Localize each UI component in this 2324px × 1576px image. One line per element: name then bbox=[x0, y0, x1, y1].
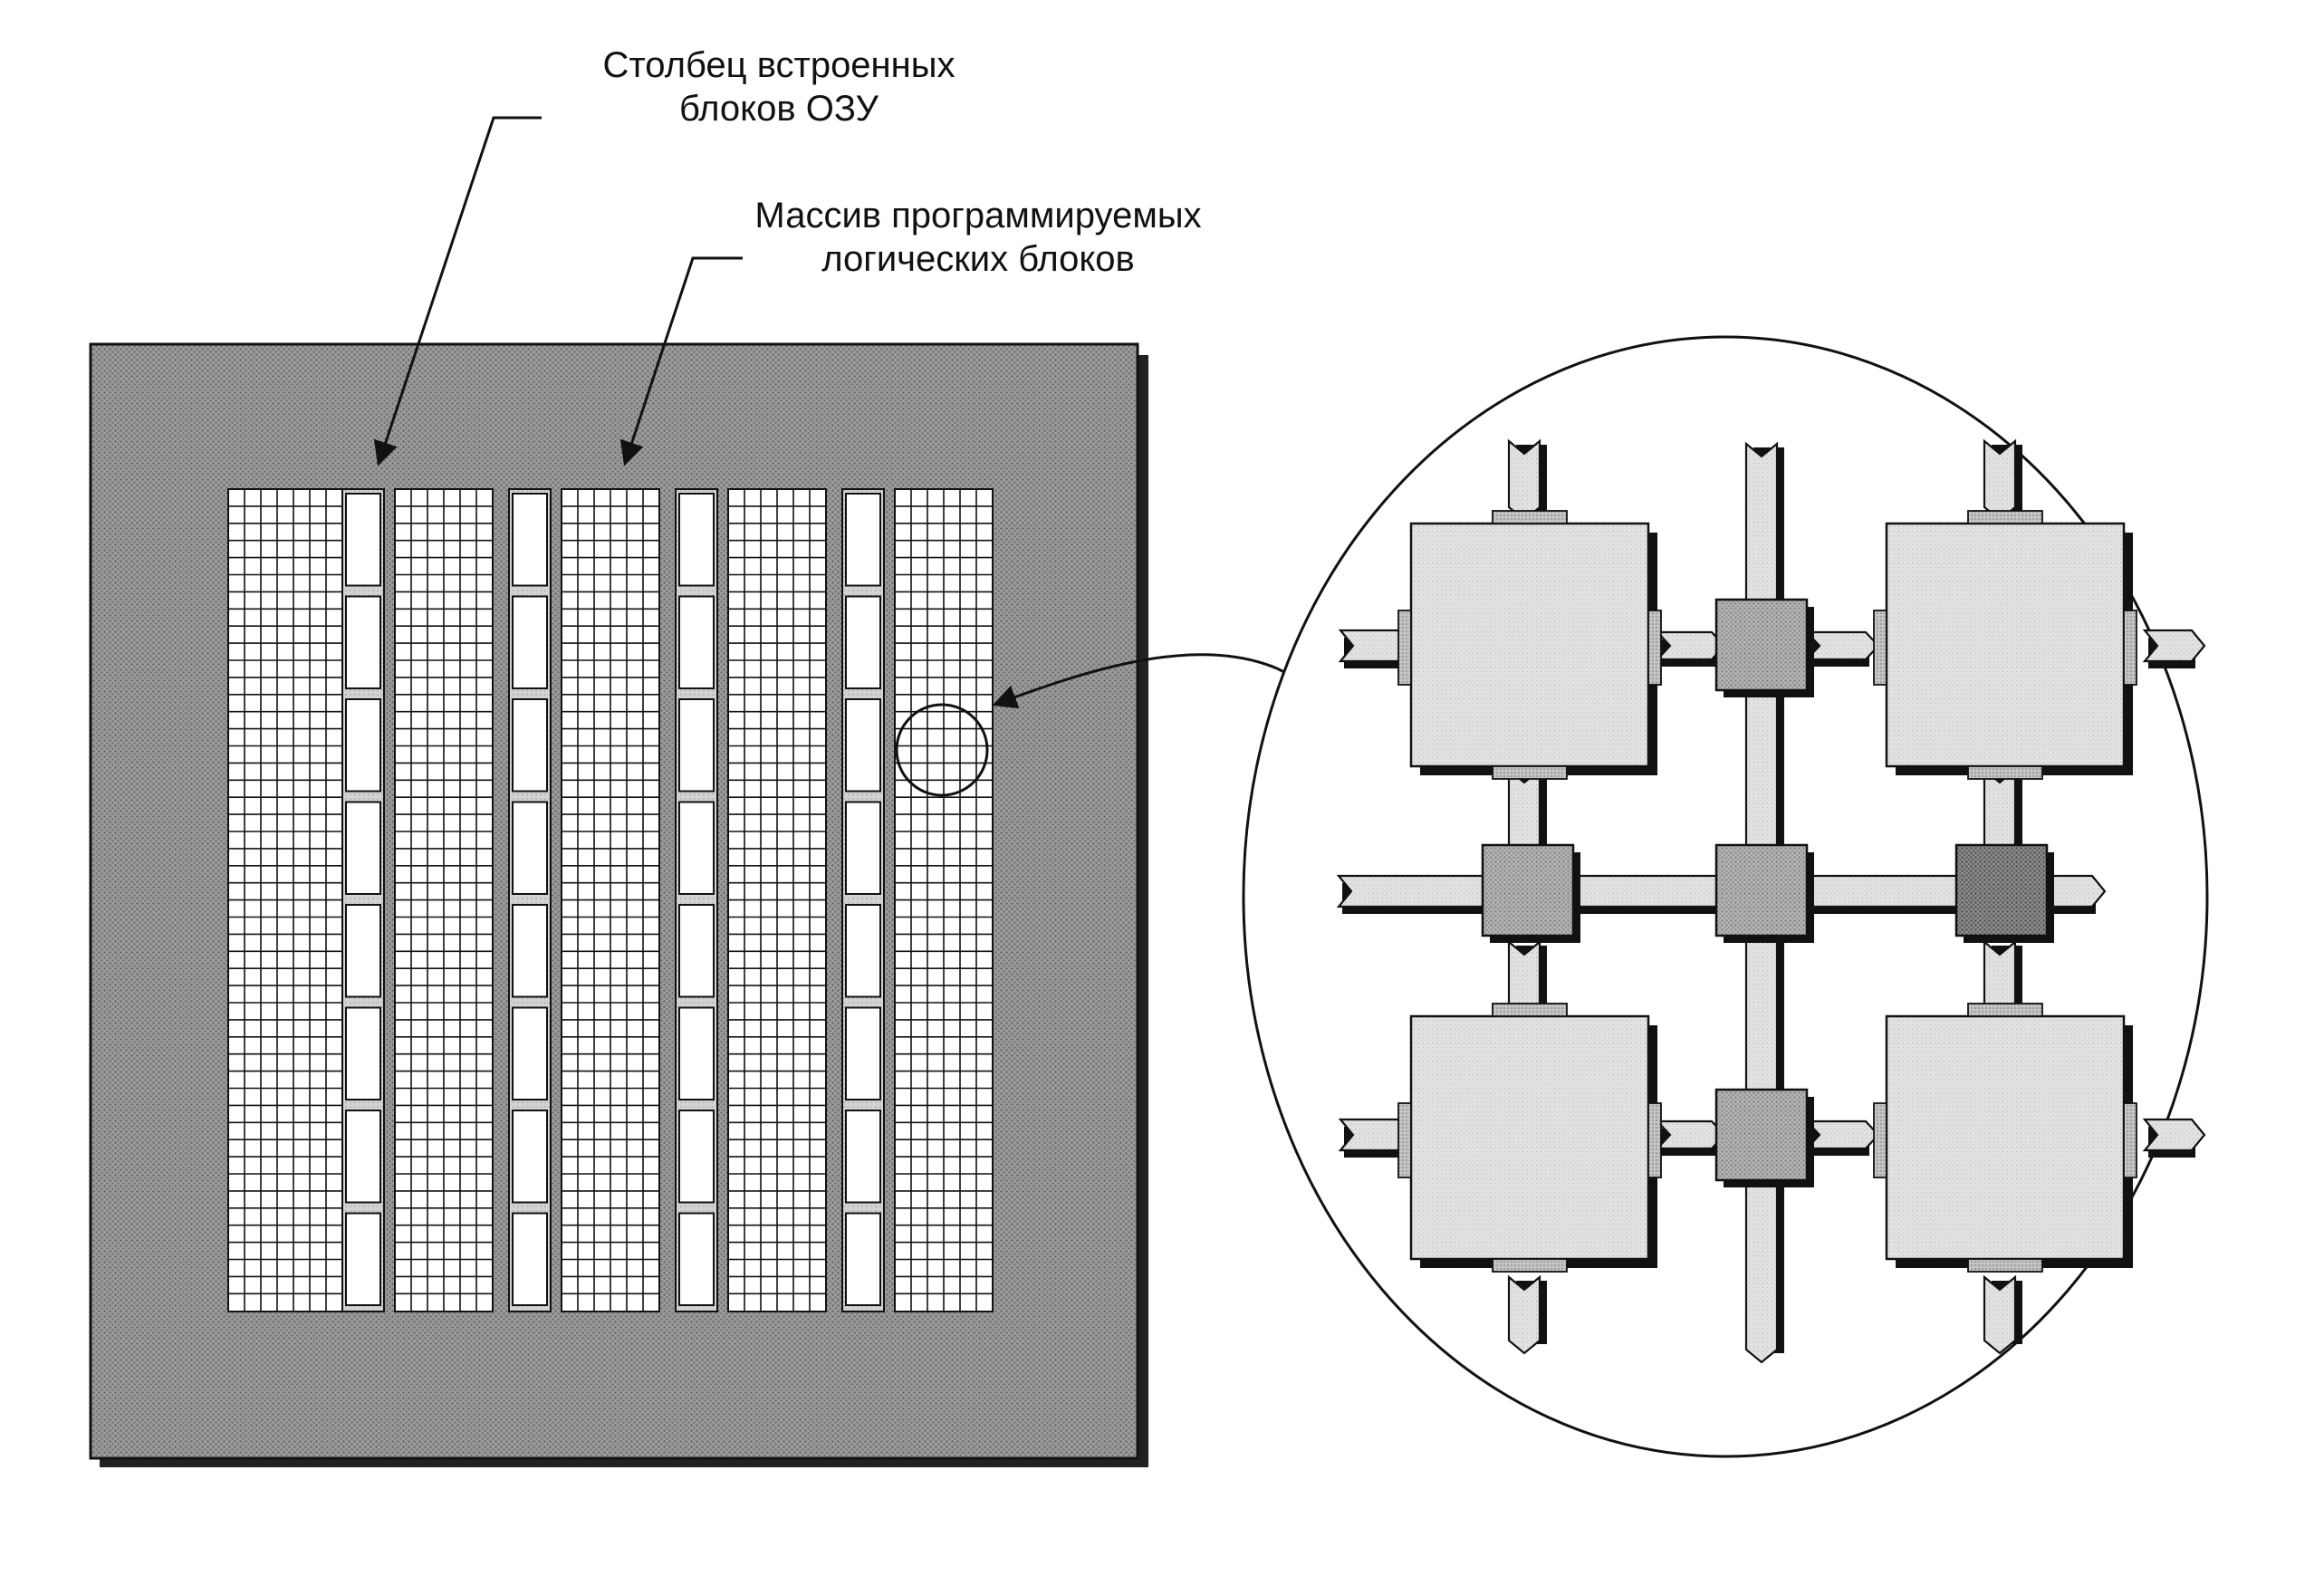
ram-block bbox=[678, 1212, 715, 1306]
logic-block-top-left-port-top bbox=[1492, 510, 1568, 524]
ram-block bbox=[845, 904, 881, 998]
ram-block bbox=[678, 1110, 715, 1204]
input-arrow-bottom-left bbox=[1507, 1274, 1541, 1355]
logic-block-top-left bbox=[1409, 522, 1650, 768]
side-arrow-bottom-right bbox=[2142, 1118, 2206, 1152]
logic-block-bottom-right-port-right bbox=[2123, 1102, 2137, 1178]
ram-column-leader bbox=[373, 116, 542, 466]
fpga-chip bbox=[89, 342, 1148, 1467]
switch-matrix-center bbox=[1714, 843, 1809, 937]
logic-block-top-right-port-right bbox=[2123, 610, 2137, 686]
logic-array-label-line1: Массив программируемых bbox=[754, 196, 1202, 235]
input-arrow-top-left bbox=[1507, 438, 1541, 522]
ram-column-label-line2: блоков ОЗУ bbox=[679, 89, 879, 129]
ram-block bbox=[678, 595, 715, 689]
ram-block bbox=[845, 1006, 881, 1100]
ram-column-label-line1: Столбец встроенных bbox=[602, 45, 956, 85]
input-arrow-bottom-right bbox=[1983, 1274, 2017, 1355]
logic-block-bottom-right-port-left bbox=[1873, 1102, 1887, 1178]
ram-block bbox=[845, 698, 881, 793]
switch-matrix-top bbox=[1714, 598, 1809, 692]
input-arrow-top-right bbox=[1983, 438, 2017, 522]
ram-block bbox=[345, 801, 381, 895]
ram-block bbox=[845, 801, 881, 895]
ram-block bbox=[512, 801, 548, 895]
logic-block-bottom-left bbox=[1409, 1014, 1650, 1261]
ram-block bbox=[678, 904, 715, 998]
zoom-connector-arrow bbox=[992, 653, 1278, 709]
logic-block-bottom-left-port-right bbox=[1647, 1102, 1662, 1178]
ram-block bbox=[678, 1006, 715, 1100]
ram-block bbox=[678, 801, 715, 895]
logic-block-top-left-port-bottom bbox=[1492, 765, 1568, 780]
logic-array-label: Массив программируемых логических блоков bbox=[725, 194, 1232, 281]
switch-matrix-bottom bbox=[1714, 1088, 1809, 1182]
connector-top-left-switch bbox=[1655, 630, 1726, 661]
logic-block-bottom-right-port-bottom bbox=[1967, 1258, 2043, 1273]
connector-top-switch-right bbox=[1804, 630, 1880, 661]
logic-block-top-right bbox=[1885, 522, 2126, 768]
ram-column-label: Столбец встроенных блоков ОЗУ bbox=[552, 43, 1005, 130]
zoom-region-marker bbox=[895, 703, 989, 797]
connector-bottom-switch-right bbox=[1804, 1120, 1880, 1150]
ram-block bbox=[345, 595, 381, 689]
ram-block bbox=[512, 493, 548, 587]
connector-bottom-left-switch bbox=[1655, 1120, 1726, 1150]
ram-block bbox=[678, 493, 715, 587]
logic-block-bottom-right-port-top bbox=[1967, 1003, 2043, 1017]
magnified-detail bbox=[1242, 335, 2209, 1458]
switch-matrix-right bbox=[1954, 843, 2049, 937]
ram-block bbox=[345, 1006, 381, 1100]
logic-array-label-line2: логических блоков bbox=[821, 239, 1135, 279]
ram-block bbox=[845, 493, 881, 587]
logic-block-bottom-left-port-top bbox=[1492, 1003, 1568, 1017]
ram-block bbox=[512, 1212, 548, 1306]
ram-block bbox=[512, 1110, 548, 1204]
logic-array-leader bbox=[619, 256, 743, 466]
ram-block bbox=[678, 698, 715, 793]
ram-block bbox=[345, 698, 381, 793]
ram-block bbox=[845, 1212, 881, 1306]
ram-block bbox=[345, 1212, 381, 1306]
logic-block-bottom-right bbox=[1885, 1014, 2126, 1261]
ram-block bbox=[512, 904, 548, 998]
logic-block-top-left-port-left bbox=[1397, 610, 1412, 686]
logic-block-bottom-left-port-bottom bbox=[1492, 1258, 1568, 1273]
ram-block bbox=[512, 595, 548, 689]
ram-block bbox=[845, 1110, 881, 1204]
ram-block bbox=[345, 1110, 381, 1204]
logic-block-bottom-left-port-left bbox=[1397, 1102, 1412, 1178]
logic-block-top-left-port-right bbox=[1647, 610, 1662, 686]
switch-matrix-left bbox=[1481, 843, 1575, 937]
ram-block bbox=[512, 1006, 548, 1100]
ram-block bbox=[345, 493, 381, 587]
ram-block bbox=[345, 904, 381, 998]
logic-block-top-right-port-left bbox=[1873, 610, 1887, 686]
ram-block bbox=[845, 595, 881, 689]
logic-block-top-right-port-top bbox=[1967, 510, 2043, 524]
detail-interconnect bbox=[1336, 438, 2206, 1364]
ram-block bbox=[512, 698, 548, 793]
logic-block-array bbox=[227, 488, 994, 1312]
side-arrow-top-right bbox=[2142, 629, 2206, 663]
logic-block-top-right-port-bottom bbox=[1967, 765, 2043, 780]
